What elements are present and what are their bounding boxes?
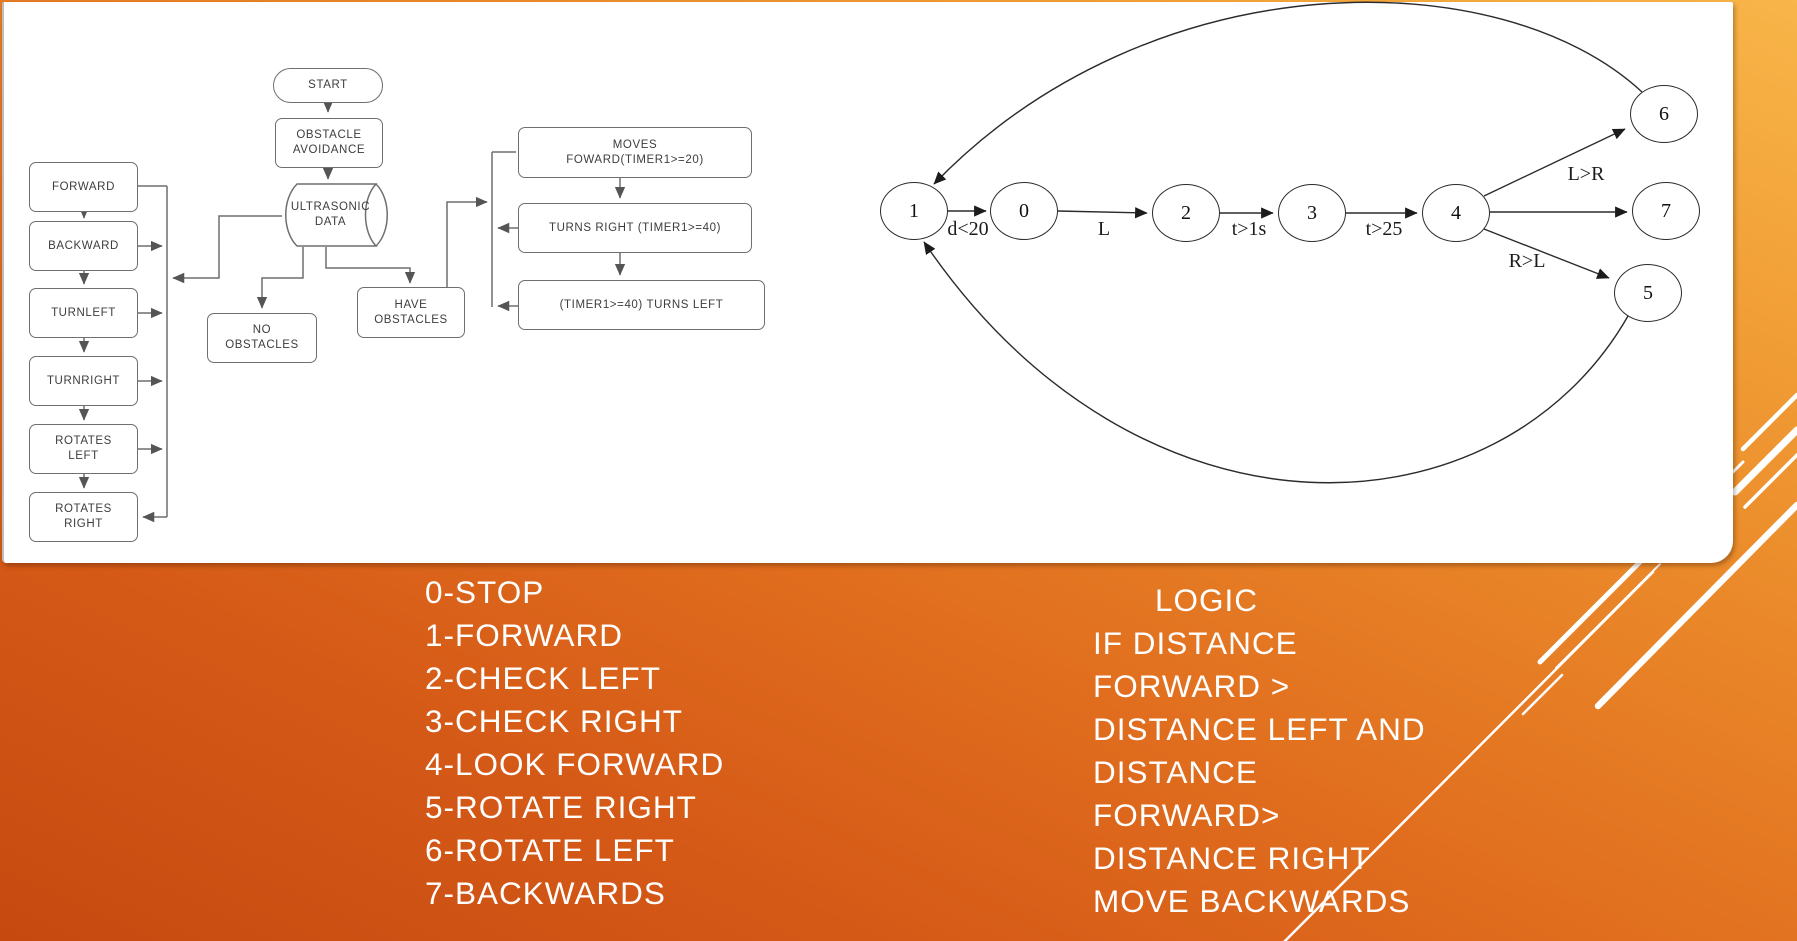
legend-line: 1-FORWARD: [425, 617, 623, 653]
logic-line: FORWARD>: [1093, 797, 1281, 833]
legend-line: 5-ROTATE RIGHT: [425, 789, 697, 825]
legend-line: 6-ROTATE LEFT: [425, 832, 675, 868]
logic-line: DISTANCE RIGHT: [1093, 840, 1371, 876]
logic-line: FORWARD >: [1093, 668, 1291, 704]
logic-title: LOGIC: [1155, 582, 1259, 618]
logic-line: MOVE BACKWARDS: [1093, 883, 1411, 919]
legend-line: 7-BACKWARDS: [425, 875, 666, 911]
flowchart-connectors: [78, 100, 626, 523]
logic-line: DISTANCE LEFT AND: [1093, 711, 1426, 747]
state-diagram-edges: [923, 1, 1643, 484]
state-legend-list: 0-STOP 1-FORWARD 2-CHECK LEFT 3-CHECK RI…: [425, 571, 724, 915]
legend-line: 0-STOP: [425, 574, 545, 610]
logic-line: DISTANCE: [1093, 754, 1258, 790]
legend-line: 4-LOOK FORWARD: [425, 746, 725, 782]
legend-line: 2-CHECK LEFT: [425, 660, 662, 696]
legend-line: 3-CHECK RIGHT: [425, 703, 684, 739]
logic-line: IF DISTANCE: [1093, 625, 1298, 661]
logic-description: LOGIC IF DISTANCE FORWARD > DISTANCE LEF…: [1093, 579, 1426, 923]
